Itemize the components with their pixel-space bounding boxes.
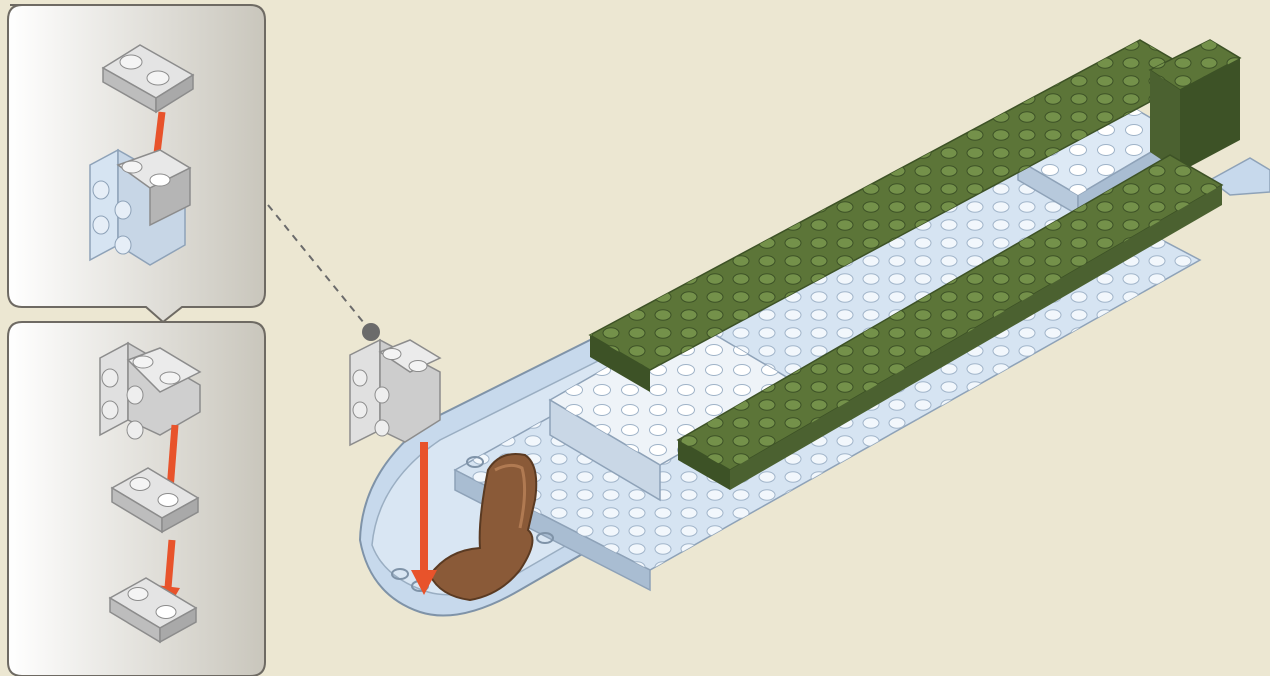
lego-bracket-icon — [90, 150, 190, 265]
lego-bracket-icon — [350, 340, 440, 445]
callout-leader-line — [268, 205, 380, 341]
